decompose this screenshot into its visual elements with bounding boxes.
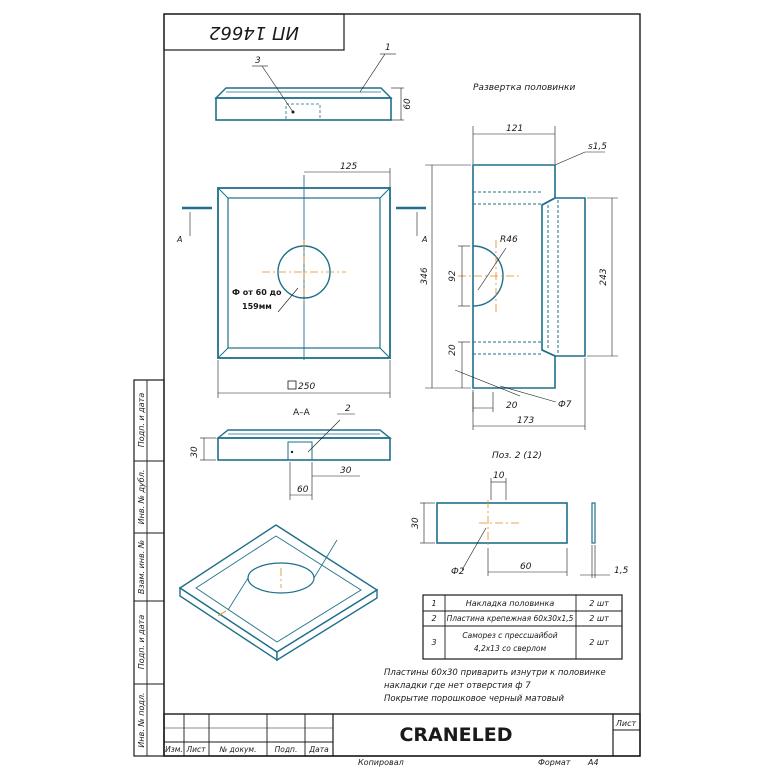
title-block: Изм. Лист № докум. Подп. Дата CRANELED Л… — [163, 713, 641, 767]
dim-hole-height: 92 — [448, 270, 458, 282]
dim-bottom-20-h: 20 — [506, 401, 518, 411]
notes: Пластины 60х30 приварить изнутри к полов… — [384, 668, 606, 704]
stamp-4: Подп. и дата — [137, 615, 146, 670]
unfold-view: Развертка половинки 121 R46 92 346 243 s… — [420, 83, 618, 430]
bom-row3-name1: Саморез с прессшайбой — [462, 631, 557, 640]
stamp-3: Взам. инв. № — [137, 540, 146, 594]
dim-unfold-width: 121 — [506, 124, 523, 134]
tb-col-list: Лист — [185, 745, 206, 754]
iso-view — [178, 524, 379, 662]
bom-row2-pos: 2 — [431, 614, 436, 623]
tb-format-value: А4 — [587, 758, 599, 767]
note-2: накладки где нет отверстия ф 7 — [384, 681, 531, 691]
bom-row2-name: Пластина крепежная 60х30х1,5 — [447, 614, 574, 623]
dim-radius: R46 — [500, 235, 518, 245]
tb-col-sign: Подп. — [275, 745, 298, 754]
dim-half-width: 125 — [340, 162, 357, 172]
tb-sheet-label: Лист — [615, 719, 637, 728]
note-1: Пластины 60х30 приварить изнутри к полов… — [384, 668, 606, 678]
pos2-dim-10: 10 — [493, 471, 505, 481]
dim-total-height: 346 — [420, 267, 430, 284]
pos2-dim-t: 1,5 — [614, 566, 629, 576]
callout-3: 3 — [255, 56, 261, 66]
dim-sec-height: 30 — [190, 446, 200, 458]
section-view: А–А 30 2 60 30 — [190, 404, 392, 500]
tb-col-doc: № докум. — [219, 745, 257, 754]
bom-table: 1 Накладка половинка 2 шт 2 Пластина кре… — [422, 594, 623, 660]
dim-thickness: s1,5 — [588, 142, 607, 152]
section-arrow-right: А — [421, 235, 427, 244]
callout-1: 1 — [385, 43, 391, 53]
stamp-1: Подп. и дата — [137, 393, 146, 448]
bom-row1-name: Накладка половинка — [466, 599, 555, 608]
pos2-detail: Поз. 2 (12) 10 30 60 Ф2 1,5 — [411, 451, 629, 578]
stamp-5: Инв. № подл. — [137, 692, 146, 747]
doc-number: ИП 14662 — [209, 22, 299, 43]
stamp-2: Инв. № дубл. — [137, 470, 146, 525]
note-3: Покрытие порошковое черный матовый — [384, 694, 564, 704]
side-stamp: Подп. и дата Инв. № дубл. Взам. инв. № П… — [133, 379, 165, 757]
bom-row1-qty: 2 шт — [589, 599, 609, 608]
unfold-title: Развертка половинки — [473, 83, 575, 93]
section-arrow-left: А — [176, 235, 182, 244]
pos2-dim-d2: Ф2 — [451, 567, 465, 577]
bom-row3-name2: 4,2х13 со сверлом — [474, 644, 547, 653]
dim-square: 250 — [298, 382, 315, 392]
tb-col-izm: Изм. — [165, 745, 183, 754]
bom-row3-qty: 2 шт — [589, 638, 609, 647]
tb-format-label: Формат — [538, 758, 571, 767]
dim-total-width: 173 — [517, 416, 534, 426]
tb-col-date: Дата — [308, 745, 329, 754]
dim-hole-d7: Ф7 — [558, 400, 572, 410]
sheet-frame — [163, 13, 641, 757]
dim-bottom-20-v: 20 — [448, 344, 458, 356]
pos2-title: Поз. 2 (12) — [492, 451, 542, 461]
pos2-dim-30: 30 — [411, 517, 421, 529]
dim-right-height: 243 — [599, 268, 609, 285]
hole-note-2: 159мм — [242, 302, 272, 311]
bom-row1-pos: 1 — [431, 599, 436, 608]
bom-row2-qty: 2 шт — [589, 614, 609, 623]
tb-company: CRANELED — [399, 724, 512, 746]
plan-view: 125 А А Ф от 60 до 159мм 250 — [176, 162, 427, 398]
pos2-dim-60: 60 — [520, 562, 532, 572]
dim-sec-plate-off: 30 — [340, 466, 352, 476]
doc-number-box: ИП 14662 — [163, 13, 345, 51]
dim-sec-plate-w: 60 — [297, 485, 309, 495]
dim-top-height: 60 — [403, 98, 413, 110]
section-label: А–А — [293, 408, 311, 418]
top-side-view: 60 3 1 — [214, 43, 413, 121]
callout-2: 2 — [345, 404, 351, 414]
tb-copied: Копировал — [358, 758, 404, 767]
bom-row3-pos: 3 — [431, 638, 436, 647]
hole-note-1: Ф от 60 до — [232, 288, 282, 297]
